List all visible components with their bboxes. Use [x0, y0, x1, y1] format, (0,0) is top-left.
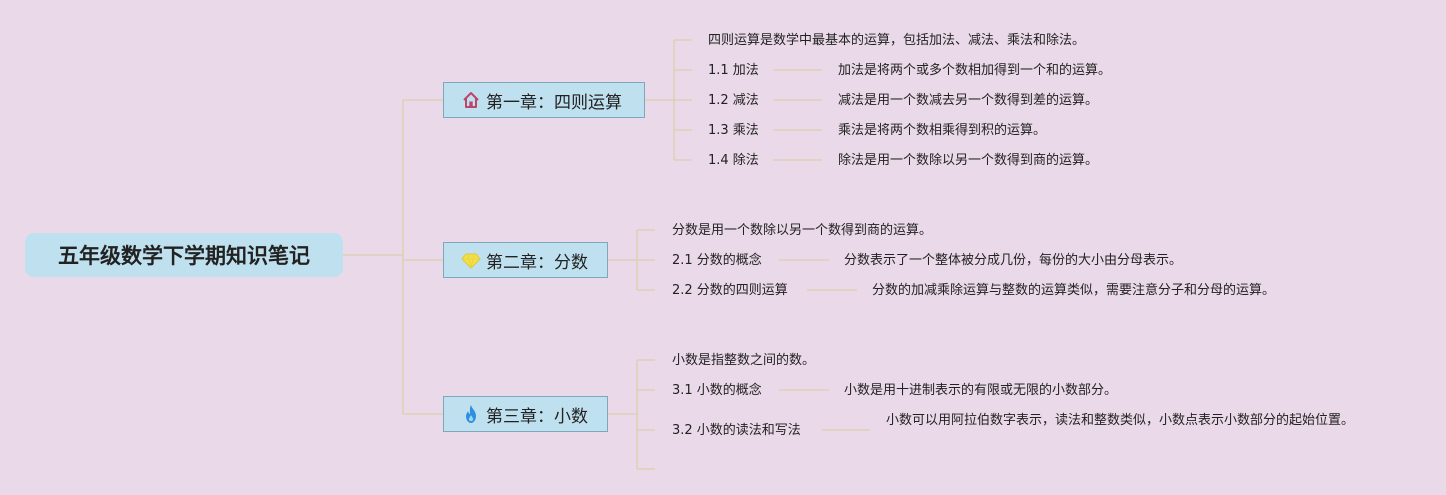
topic-1-1-label: 1.1 加法 — [708, 63, 759, 78]
chapter-3-summary: 小数是指整数之间的数。 — [672, 353, 816, 368]
connector-ch2-items — [779, 259, 857, 291]
flame-icon — [460, 403, 482, 425]
topic-3-2-label: 3.2 小数的读法和写法 — [672, 423, 801, 438]
root-title: 五年级数学下学期知识笔记 — [58, 244, 310, 268]
topic-1-3-desc: 乘法是将两个数相乘得到积的运算。 — [838, 123, 1047, 138]
topic-2-2-desc: 分数的加减乘除运算与整数的运算类似，需要注意分子和分母的运算。 — [872, 283, 1276, 298]
topic-2-2-label: 2.2 分数的四则运算 — [672, 283, 788, 298]
topic-1-2-label: 1.2 减法 — [708, 93, 759, 108]
topic-1-3-label: 1.3 乘法 — [708, 123, 759, 138]
chapter-2-summary: 分数是用一个数除以另一个数得到商的运算。 — [672, 223, 933, 238]
topic-1-4-label: 1.4 除法 — [708, 153, 759, 168]
connector-root — [343, 99, 443, 415]
house-icon — [460, 89, 482, 111]
chapter-node-2[interactable]: 第二章：分数 — [443, 242, 608, 278]
topic-1-1-desc: 加法是将两个或多个数相加得到一个和的运算。 — [838, 63, 1112, 78]
connector-ch3 — [608, 359, 655, 470]
root-node[interactable]: 五年级数学下学期知识笔记 — [25, 233, 343, 277]
connector-ch1-items — [773, 69, 822, 161]
chapter-3-title: 第三章：小数 — [486, 406, 588, 427]
chapter-node-1[interactable]: 第一章：四则运算 — [443, 82, 645, 118]
chapter-1-summary: 四则运算是数学中最基本的运算，包括加法、减法、乘法和除法。 — [708, 33, 1086, 48]
topic-1-4-desc: 除法是用一个数除以另一个数得到商的运算。 — [838, 153, 1099, 168]
topic-1-2-desc: 减法是用一个数减去另一个数得到差的运算。 — [838, 93, 1099, 108]
chapter-2-title: 第二章：分数 — [486, 252, 588, 273]
connector-ch2 — [608, 229, 655, 291]
topic-2-1-label: 2.1 分数的概念 — [672, 253, 762, 268]
topic-3-2-desc: 小数可以用阿拉伯数字表示，读法和整数类似，小数点表示小数部分的起始位置。 — [886, 413, 1355, 428]
topic-3-1-desc: 小数是用十进制表示的有限或无限的小数部分。 — [844, 383, 1118, 398]
topic-3-1-label: 3.1 小数的概念 — [672, 383, 762, 398]
connector-ch3-items — [779, 389, 870, 431]
diamond-icon — [460, 249, 482, 271]
topic-2-1-desc: 分数表示了一个整体被分成几份，每份的大小由分母表示。 — [844, 253, 1183, 268]
connector-ch1 — [645, 39, 692, 161]
chapter-node-3[interactable]: 第三章：小数 — [443, 396, 608, 432]
chapter-1-title: 第一章：四则运算 — [486, 92, 622, 113]
